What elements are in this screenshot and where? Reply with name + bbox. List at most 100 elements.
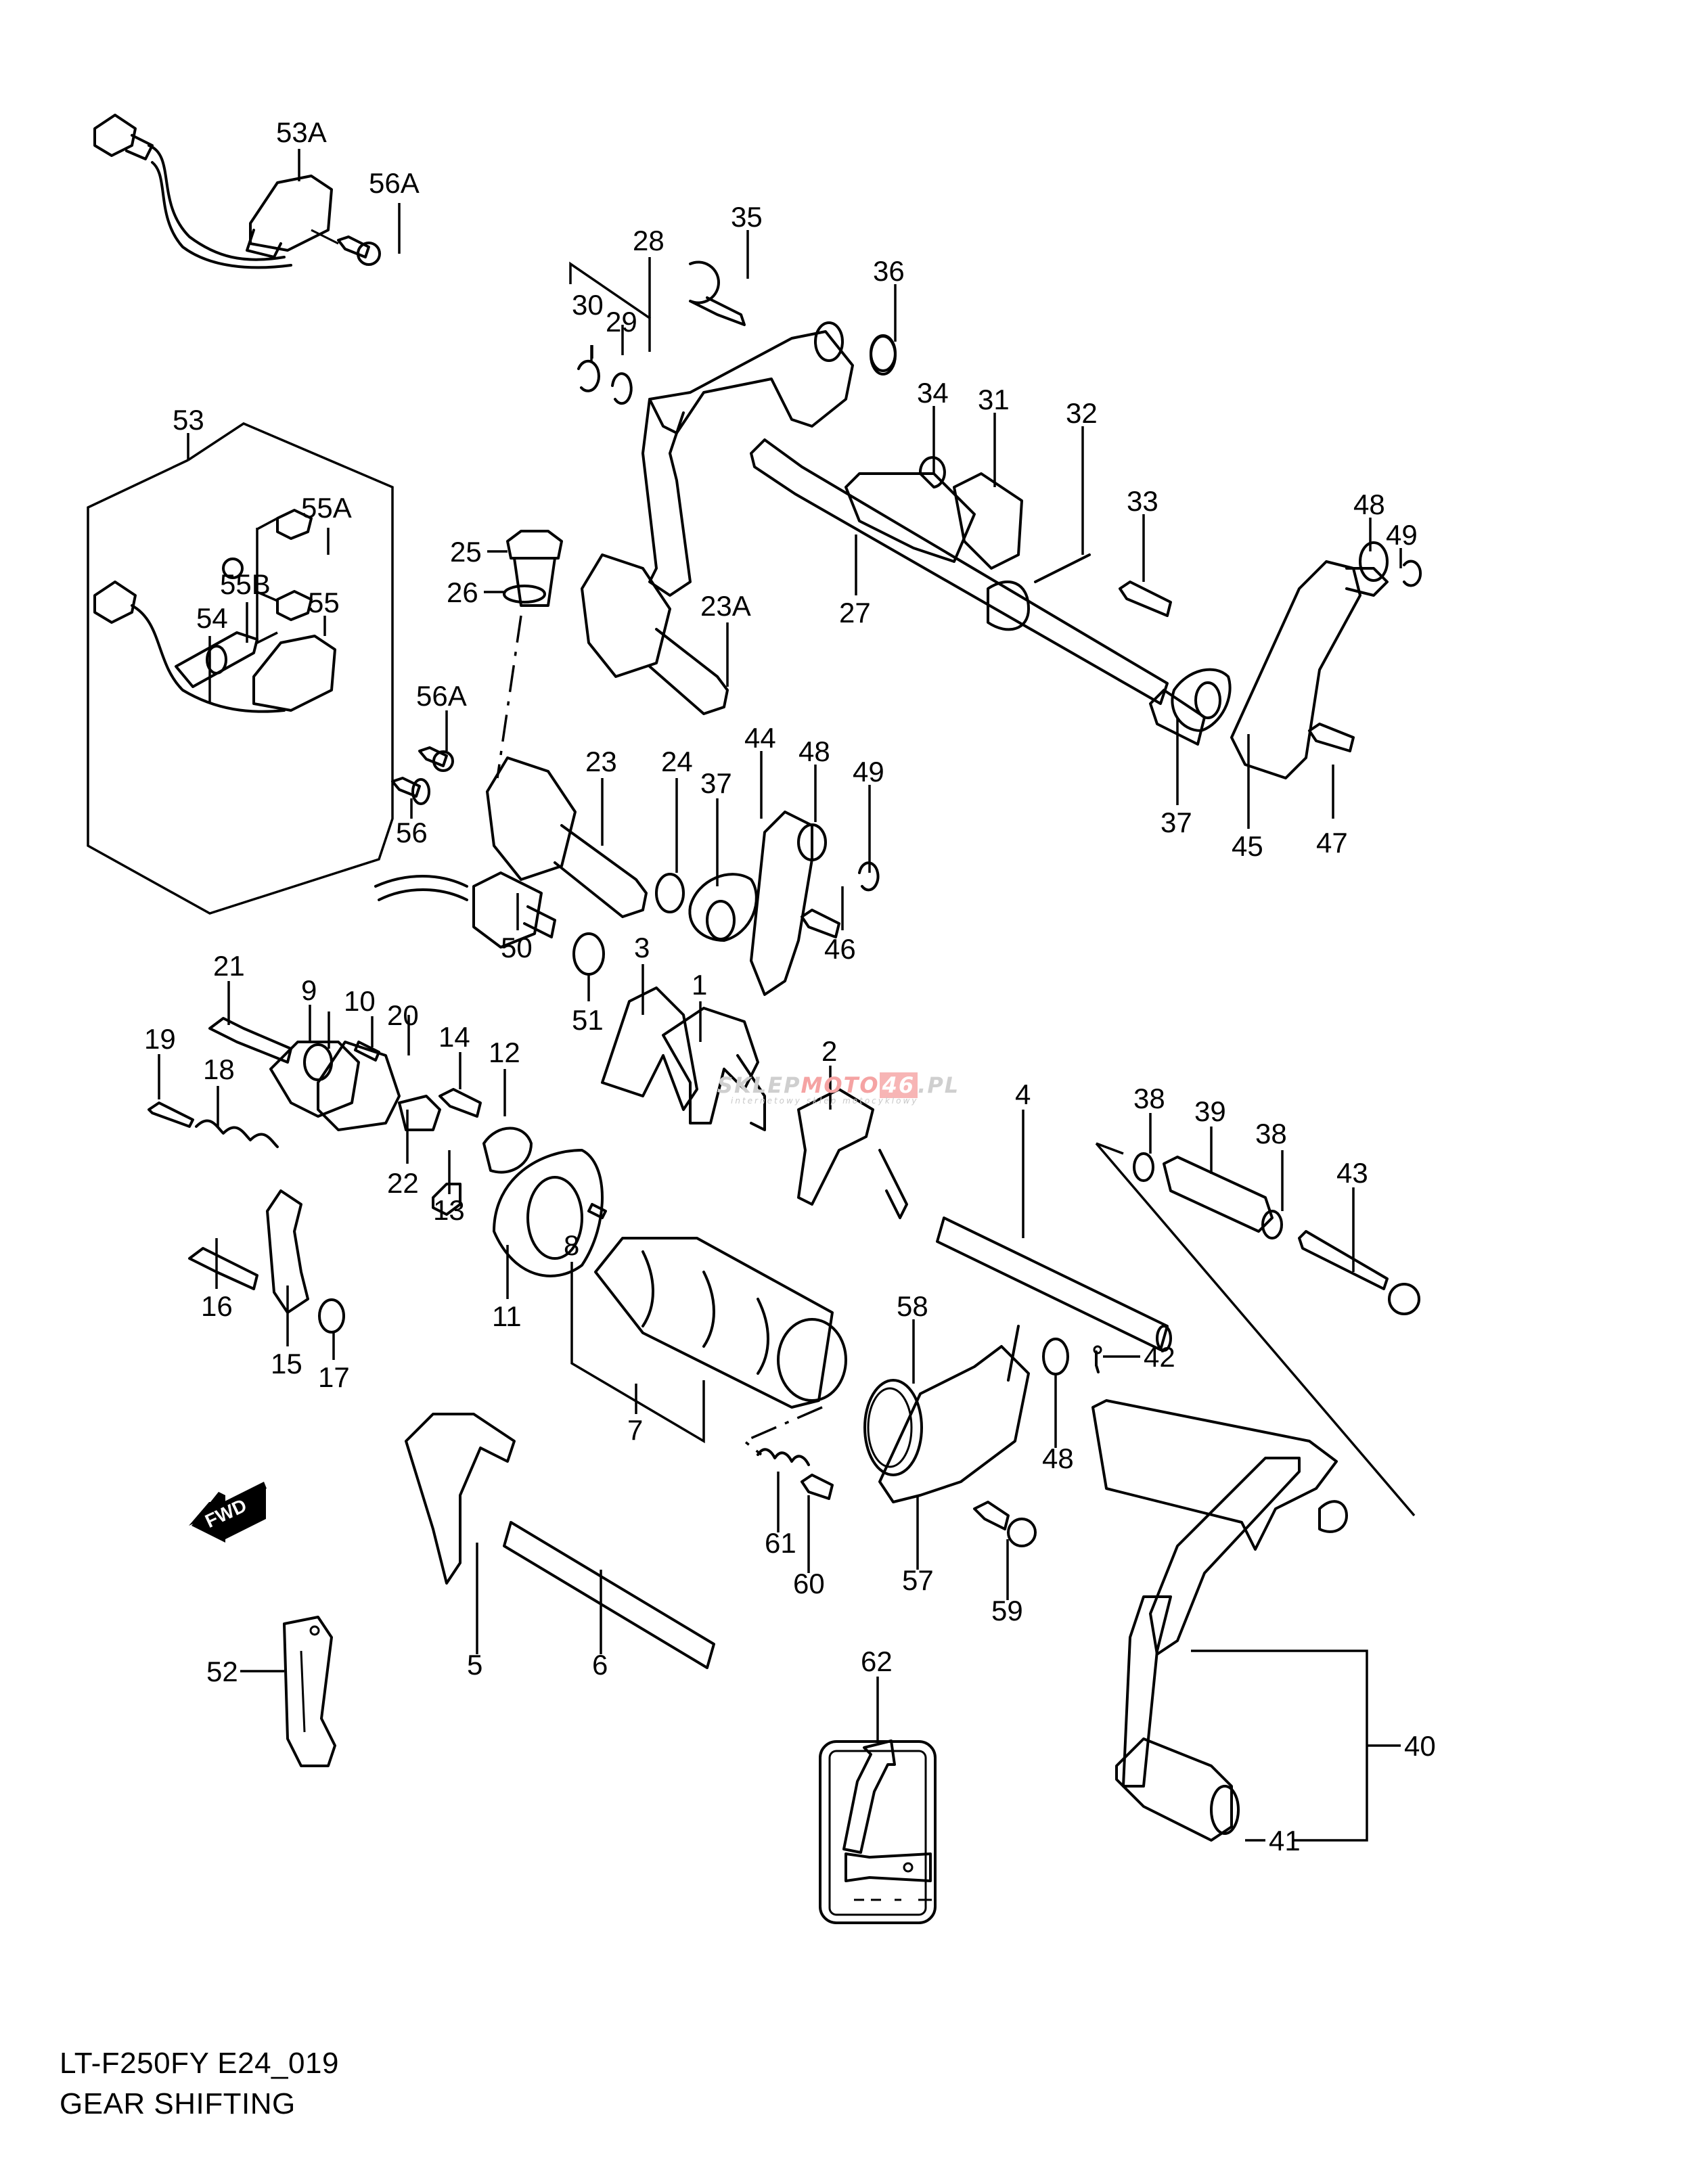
part-37-oil-seal-mid	[688, 873, 758, 942]
callout-57: 57	[902, 1564, 934, 1596]
callout-36: 36	[873, 255, 905, 287]
callout-19: 19	[144, 1023, 176, 1055]
part-5-gearshift-fork	[405, 1413, 516, 1585]
part-11-bearing	[493, 1149, 604, 1277]
callout-15: 15	[271, 1348, 302, 1380]
callout-37-mid: 37	[700, 767, 732, 799]
watermark-part3: 46	[879, 1072, 918, 1098]
callout-24: 24	[661, 746, 693, 777]
callout-58: 58	[897, 1290, 928, 1322]
callout-6: 6	[592, 1649, 608, 1681]
callout-53: 53	[173, 404, 204, 436]
part-15-gearshift-cam-stopper-lever	[266, 1189, 309, 1314]
part-6-gearshift-fork-shaft	[503, 1521, 715, 1669]
callout-20: 20	[387, 999, 419, 1031]
callout-54: 54	[196, 602, 228, 634]
part-10-pin	[354, 1041, 380, 1062]
callout-23: 23	[585, 746, 617, 777]
part-7-gearshift-cam-drum	[594, 1237, 847, 1409]
callout-7: 7	[627, 1414, 643, 1446]
watermark-part2: MOTO	[801, 1072, 880, 1098]
callout-48-low: 48	[1042, 1442, 1074, 1474]
part-62-shift-pattern-label	[819, 1739, 937, 1924]
part-27-gearshift-shaft	[750, 438, 1206, 746]
callout-60: 60	[793, 1568, 825, 1599]
part-28-gearshift-arm	[569, 260, 897, 597]
callout-61: 61	[765, 1527, 796, 1559]
callout-38-b: 38	[1255, 1118, 1287, 1150]
callout-3: 3	[634, 932, 650, 963]
callout-49: 49	[1386, 519, 1418, 551]
callout-41: 41	[1269, 1825, 1301, 1857]
callout-5: 5	[467, 1649, 482, 1681]
callout-16: 16	[201, 1290, 233, 1322]
part-23-gearshift-cam	[486, 756, 648, 918]
callout-12: 12	[489, 1037, 520, 1068]
part-45-gearshift-cam-driven-arm	[1230, 541, 1422, 779]
part-60-pin	[801, 1474, 834, 1500]
bracket-40	[1191, 1650, 1368, 1842]
callout-37-top: 37	[1161, 806, 1192, 838]
leader-lines	[158, 149, 1402, 1742]
part-23A-gearshift-cam	[581, 553, 729, 715]
callout-38-a: 38	[1133, 1083, 1165, 1114]
callout-29: 29	[606, 306, 637, 338]
callout-22: 22	[387, 1167, 419, 1199]
callout-32: 32	[1066, 397, 1098, 429]
part-24-washer	[655, 873, 685, 913]
callout-10: 10	[344, 985, 376, 1017]
watermark-tagline: internetowy sklep motocyklowy	[731, 1096, 919, 1106]
callout-30: 30	[572, 289, 604, 321]
callout-51: 51	[572, 1004, 604, 1036]
part-44-gearshift-cam-plate	[750, 811, 880, 996]
diagram-model-code: LT-F250FY E24_019	[60, 2047, 339, 2080]
dash-line-61	[742, 1406, 823, 1456]
callout-39: 39	[1194, 1095, 1226, 1127]
part-58-o-ring	[863, 1379, 923, 1476]
part-59-bolt	[973, 1501, 1037, 1547]
part-52-gear-position-switch-clamp	[283, 1616, 336, 1767]
part-19-pin	[148, 1101, 194, 1128]
callout-55: 55	[308, 587, 340, 618]
callout-53A: 53A	[276, 116, 327, 148]
part-1-gearshift-fork-no1	[662, 1007, 766, 1131]
callout-34: 34	[917, 377, 949, 409]
callout-62: 62	[861, 1645, 893, 1677]
part-8-pin	[587, 1203, 607, 1219]
part-18-spring	[195, 1119, 279, 1148]
part-38-o-ring-a	[1133, 1152, 1154, 1182]
part-25-plug-bolt	[503, 530, 563, 607]
callout-27: 27	[839, 597, 871, 629]
part-12-roller	[482, 1127, 533, 1174]
callout-1: 1	[692, 969, 707, 1001]
callout-56A-mid: 56A	[416, 680, 467, 712]
part-42-cotter-pin	[1093, 1345, 1102, 1373]
callout-43: 43	[1336, 1157, 1368, 1189]
callout-50: 50	[501, 932, 533, 963]
callout-23A: 23A	[700, 590, 751, 622]
callout-56: 56	[396, 817, 428, 848]
part-2-gearshift-fork-no2	[797, 1088, 908, 1219]
watermark-part1: SKLEP	[717, 1072, 801, 1098]
callout-48: 48	[1353, 488, 1385, 520]
part-13-washer	[432, 1183, 461, 1216]
part-53A-gear-position-switch	[93, 114, 339, 269]
callout-31: 31	[978, 384, 1010, 415]
part-61-spring	[757, 1448, 810, 1466]
part-38-o-ring-b	[1261, 1210, 1283, 1239]
callout-25: 25	[450, 536, 482, 568]
callout-4: 4	[1015, 1078, 1031, 1110]
guide-line-pedal	[1095, 1142, 1416, 1517]
dash-line-26	[496, 615, 522, 779]
callout-52: 52	[206, 1656, 238, 1687]
callout-46: 46	[824, 933, 856, 965]
diagram-section-title: GEAR SHIFTING	[60, 2087, 296, 2120]
callout-14: 14	[438, 1021, 470, 1053]
part-39-gearshift-lever-bush	[1163, 1156, 1274, 1233]
part-40-gearshift-lever	[1091, 1399, 1348, 1788]
part-20-gearshift-cam-stopper	[317, 1041, 441, 1131]
callout-9: 9	[301, 974, 317, 1006]
part-41-gearshift-lever-rubber	[1115, 1737, 1240, 1842]
